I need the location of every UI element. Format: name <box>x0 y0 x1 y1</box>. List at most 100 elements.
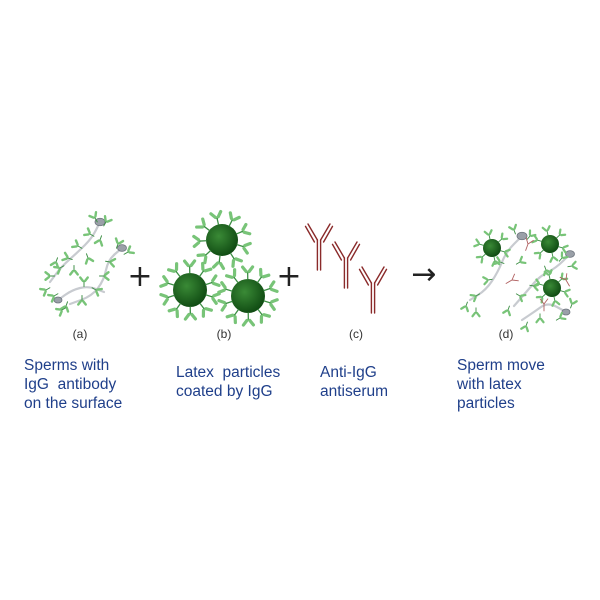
latex-particle-icon <box>473 229 511 267</box>
igg-antibody-icon <box>91 287 103 297</box>
caption-d-line-3: particles <box>457 395 515 412</box>
igg-antibody-icon <box>263 298 279 311</box>
igg-antibody-icon <box>460 301 469 313</box>
latex-particle-icon <box>192 209 252 271</box>
caption-a-line-2: IgG antibody <box>24 376 117 393</box>
anti-igg-antibody-icon <box>331 241 361 289</box>
igg-antibody-icon <box>44 271 55 281</box>
igg-antibody-icon <box>558 244 569 254</box>
igg-antibody-icon <box>549 252 559 263</box>
igg-antibody-icon <box>567 260 578 270</box>
igg-antibody-icon <box>225 268 239 284</box>
igg-antibody-icon <box>199 261 213 277</box>
anti-igg-antibody-icon <box>304 223 334 271</box>
igg-antibody-icon <box>103 215 113 227</box>
anti-igg-antibody-icon <box>505 273 519 284</box>
igg-antibody-icon <box>199 302 213 318</box>
caption-a-line-3: on the surface <box>24 395 123 412</box>
caption-c-line-2: antiserum <box>320 383 389 400</box>
panel-c-anti-igg-antiserum <box>304 223 388 314</box>
igg-antibody-icon <box>556 228 567 239</box>
igg-antibody-icon <box>59 301 70 313</box>
igg-antibody-icon <box>471 307 481 318</box>
igg-antibody-icon <box>560 288 571 298</box>
igg-antibody-icon <box>47 293 59 303</box>
anti-igg-antibody-icon <box>358 266 388 314</box>
igg-antibody-icon <box>99 271 110 281</box>
caption-d-line-1: Sperm move <box>457 357 545 374</box>
latex-particle-icon <box>159 259 221 321</box>
latex-particle-icon <box>533 269 571 307</box>
igg-antibody-icon <box>469 293 481 303</box>
igg-antibody-icon <box>498 232 509 243</box>
igg-antibody-icon <box>475 253 486 264</box>
igg-antibody-icon <box>515 255 527 265</box>
igg-antibody-icon <box>167 262 181 278</box>
igg-antibody-icon <box>236 241 252 255</box>
igg-antibody-icon <box>500 248 511 258</box>
igg-antibody-icon <box>535 293 546 304</box>
anti-igg-antibody-icon <box>539 298 549 312</box>
panel-a-sperms-with-igg <box>39 211 135 317</box>
caption-a: Sperms with IgG antibody on the surface <box>24 356 122 413</box>
panel-label-b: (b) <box>217 327 232 341</box>
igg-antibody-icon <box>55 307 67 317</box>
igg-antibody-icon <box>84 253 95 265</box>
igg-antibody-icon <box>241 312 256 327</box>
igg-antibody-icon <box>192 234 207 248</box>
igg-antibody-icon <box>535 313 545 324</box>
igg-antibody-icon <box>541 225 551 236</box>
igg-antibody-icon <box>526 229 537 240</box>
igg-antibody-icon <box>555 311 567 321</box>
caption-b-line-1: Latex particles <box>176 364 281 381</box>
panel-label-c: (c) <box>349 327 363 341</box>
igg-antibody-icon <box>240 265 255 280</box>
igg-antibody-icon <box>531 234 542 244</box>
sperm-icon <box>68 244 127 306</box>
igg-antibody-icon <box>483 229 493 240</box>
igg-antibody-icon <box>83 227 95 237</box>
igg-antibody-icon <box>209 209 223 226</box>
igg-antibody-icon <box>493 256 505 265</box>
panel-d-sperm-with-particles <box>460 223 578 333</box>
igg-antibody-icon <box>508 223 517 235</box>
igg-antibody-icon <box>49 257 60 269</box>
igg-antibody-icon <box>183 306 198 321</box>
igg-antibody-icon <box>159 275 175 288</box>
caption-a-line-1: Sperms with <box>24 357 110 374</box>
igg-antibody-icon <box>558 251 569 262</box>
igg-antibody-icon <box>71 239 83 249</box>
plus-sign-2: + <box>276 259 301 294</box>
igg-antibody-icon <box>529 282 540 292</box>
caption-b: Latex particles coated by IgG <box>176 363 280 401</box>
igg-antibody-icon <box>551 296 561 307</box>
igg-antibody-icon <box>105 257 117 268</box>
panel-label-a: (a) <box>73 327 88 341</box>
sperm-icon <box>53 286 106 304</box>
igg-antibody-icon <box>93 235 104 247</box>
igg-antibody-icon <box>482 276 493 286</box>
igg-antibody-icon <box>228 211 241 227</box>
igg-antibody-icon <box>533 249 544 260</box>
igg-antibody-icon <box>502 305 511 317</box>
igg-antibody-icon <box>205 274 221 287</box>
igg-antibody-icon <box>182 259 197 274</box>
reaction-arrow-icon: → <box>411 257 436 292</box>
igg-antibody-icon <box>257 308 271 324</box>
igg-antibody-icon <box>69 265 79 276</box>
anti-igg-antibody-icon <box>559 273 570 287</box>
latex-particle-icon <box>217 265 279 327</box>
igg-antibody-icon <box>77 295 87 306</box>
igg-antibody-icon <box>39 287 51 297</box>
igg-antibody-icon <box>543 265 552 277</box>
igg-antibody-icon <box>473 238 484 248</box>
igg-antibody-icon <box>79 276 89 287</box>
sperm-icon <box>512 250 575 308</box>
igg-antibody-icon <box>520 321 529 333</box>
anti-igg-antibody-icon <box>525 237 534 251</box>
igg-antibody-icon <box>114 237 125 249</box>
caption-c: Anti-IgG antiserum <box>320 363 388 401</box>
caption-c-line-1: Anti-IgG <box>320 364 377 381</box>
igg-antibody-icon <box>159 293 175 306</box>
